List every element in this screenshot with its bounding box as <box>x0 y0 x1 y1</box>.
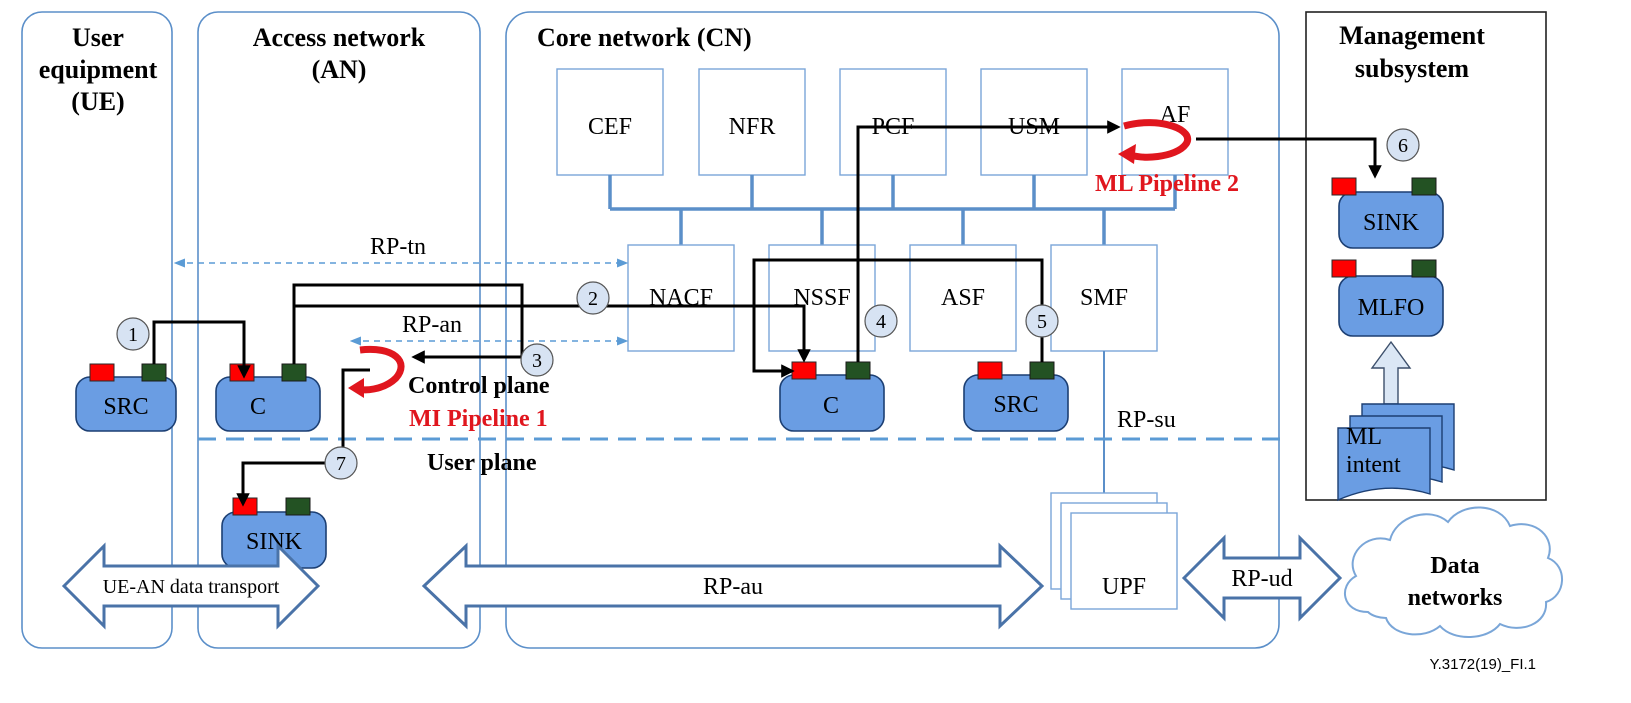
an-title-line2: (AN) <box>312 55 367 84</box>
data-networks-cloud <box>1344 506 1563 639</box>
rp-tn-label: RP-tn <box>370 234 426 260</box>
sink-an-output-port <box>285 497 311 516</box>
rp-an-label: RP-an <box>402 312 462 338</box>
data-networks-line1: Data <box>1430 553 1479 579</box>
user-plane-label: User plane <box>427 450 537 476</box>
c-an-output-port <box>281 363 307 382</box>
control-plane-label: Control plane <box>408 373 550 399</box>
mgmt-title-line2: subsystem <box>1355 54 1469 83</box>
cn-title: Core network (CN) <box>537 23 752 52</box>
ue-title-line3: (UE) <box>71 87 124 116</box>
mgmt-title-line1: Management <box>1339 21 1485 50</box>
c-an-input-port <box>229 363 255 382</box>
src-cn-label: SRC <box>993 392 1038 418</box>
flow-4 <box>856 120 1121 362</box>
an-region <box>197 11 481 649</box>
c-cn-input-port <box>791 361 817 380</box>
c-cn-label: C <box>823 393 839 419</box>
rp-ud-label: RP-ud <box>1231 566 1292 592</box>
step-4: 4 <box>876 311 886 333</box>
pipeline-1-loop-icon <box>348 345 405 398</box>
pipeline-2-label: ML Pipeline 2 <box>1095 171 1239 197</box>
cef-label: CEF <box>588 114 632 140</box>
nacf-box <box>627 244 735 352</box>
mlfo-label: MLFO <box>1358 295 1425 321</box>
c-cn <box>779 374 885 432</box>
c-cn-output-port <box>845 361 871 380</box>
ml-intent-docs <box>1337 403 1455 502</box>
ml-intent-line2: intent <box>1346 452 1401 478</box>
src-ue-input-port <box>89 363 115 382</box>
c-an-label: C <box>250 394 266 420</box>
flow-1 <box>152 320 251 379</box>
src-cn-input-port <box>977 361 1003 380</box>
sink-an-input-port <box>232 497 258 516</box>
pipeline-1-label: MI Pipeline 1 <box>409 406 548 432</box>
mlfo-output-port <box>1411 259 1437 278</box>
rp-ud-arrow <box>1181 534 1343 622</box>
mlfo-input-port <box>1331 259 1357 278</box>
intent-to-mlfo-arrow <box>1370 340 1412 405</box>
ue-an-transport-arrow <box>61 542 321 630</box>
upf-stack <box>1050 492 1178 610</box>
an-title-line1: Access network <box>253 23 426 52</box>
src-cn <box>963 374 1069 432</box>
smf-box <box>1050 244 1158 352</box>
flow-5 <box>752 258 1044 378</box>
src-cn-output-port <box>1029 361 1055 380</box>
rp-au-arrow <box>421 542 1045 630</box>
ue-an-transport-label: UE-AN data transport <box>103 576 280 598</box>
service-bus <box>608 175 1177 245</box>
step-6: 6 <box>1398 135 1408 157</box>
ue-region <box>21 11 173 649</box>
sink-mgmt-label: SINK <box>1363 210 1420 236</box>
c-an <box>215 376 321 432</box>
src-ue-output-port <box>141 363 167 382</box>
step-badges <box>116 128 1420 480</box>
sink-mgmt-input-port <box>1331 177 1357 196</box>
step-7: 7 <box>336 453 346 475</box>
step-1: 1 <box>128 324 138 346</box>
step-3: 3 <box>532 350 542 372</box>
step-2: 2 <box>588 288 598 310</box>
src-ue <box>75 376 177 432</box>
asf-box <box>909 244 1017 352</box>
step-5: 5 <box>1037 311 1047 333</box>
mlfo <box>1338 275 1444 337</box>
sink-mgmt-output-port <box>1411 177 1437 196</box>
rp-au-label: RP-au <box>703 574 763 600</box>
sink-mgmt <box>1338 191 1444 249</box>
nfr-label: NFR <box>729 114 776 140</box>
ue-title-line1: User <box>72 23 124 52</box>
smf-label: SMF <box>1080 285 1128 311</box>
flow-3 <box>292 283 524 364</box>
ml-intent-line1: ML <box>1346 424 1382 450</box>
data-networks-line2: networks <box>1408 585 1503 611</box>
flow-6 <box>1196 137 1382 179</box>
rp-su-label: RP-su <box>1117 407 1176 433</box>
src-ue-label: SRC <box>103 394 148 420</box>
pipeline-2-loop-icon <box>1118 119 1192 164</box>
sink-an-label: SINK <box>246 529 303 555</box>
ue-title-line2: equipment <box>39 55 158 84</box>
figure-id: Y.3172(19)_FI.1 <box>1430 656 1536 673</box>
asf-label: ASF <box>941 285 985 311</box>
upf-label: UPF <box>1102 574 1146 600</box>
